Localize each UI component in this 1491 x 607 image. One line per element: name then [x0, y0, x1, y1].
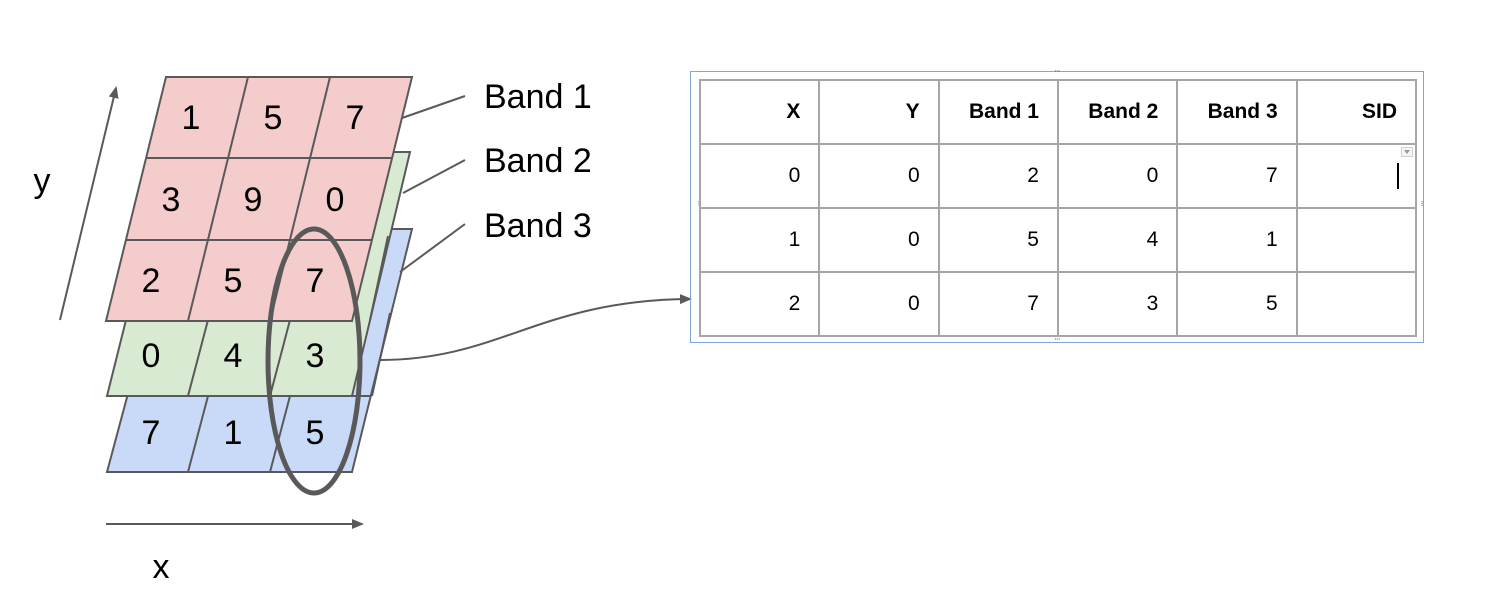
table-cell[interactable]: 3 [1056, 271, 1179, 337]
band-3-col-line [269, 395, 291, 473]
band-3-cell-value: 5 [306, 414, 325, 452]
table-cell[interactable]: 2 [937, 143, 1059, 209]
y-axis-label: y [34, 162, 51, 200]
table-cell[interactable]: 5 [1176, 271, 1298, 337]
highlight-ellipse [265, 226, 363, 496]
band-1-cell-value: 9 [244, 181, 263, 219]
header-band-3[interactable]: Band 3 [1176, 79, 1298, 145]
connector-arrow [379, 294, 692, 361]
header-x[interactable]: X [698, 79, 821, 145]
band-2-col-line [187, 319, 209, 397]
band-1-col-line [187, 76, 249, 322]
attribute-table[interactable]: X Y Band 1 Band 2 Band 3 SID 0 0 2 0 7 1… [698, 79, 1418, 337]
band-3-label: Band 3 [484, 207, 592, 245]
band-1-label: Band 1 [484, 78, 592, 116]
table-cell[interactable]: 2 [698, 271, 821, 337]
table-cell[interactable]: 0 [818, 143, 940, 209]
band-2-label: Band 2 [484, 142, 592, 180]
band-1-cell-value: 3 [162, 181, 181, 219]
band-2-leader-line [402, 159, 466, 194]
table-header-row: X Y Band 1 Band 2 Band 3 SID [698, 79, 1418, 145]
header-sid[interactable]: SID [1295, 79, 1418, 145]
header-band-2[interactable]: Band 2 [1056, 79, 1179, 145]
table-cell[interactable]: 1 [1176, 207, 1298, 273]
text-cursor [1397, 163, 1399, 189]
table-cell[interactable]: 4 [1056, 207, 1179, 273]
dropdown-arrow-icon[interactable] [1401, 147, 1413, 157]
band-2-cell-value: 0 [142, 337, 161, 375]
frame-handle-right[interactable]: ··· [1416, 200, 1426, 206]
x-axis-label: x [153, 548, 170, 586]
table-cell[interactable] [1295, 207, 1418, 273]
band-3-col-line [187, 395, 209, 473]
frame-handle-bottom[interactable]: ··· [1054, 335, 1061, 345]
band-1-leader-line [401, 95, 466, 119]
table-cell[interactable]: 7 [1176, 143, 1298, 209]
table-cell[interactable]: 0 [818, 207, 940, 273]
table-selection-frame[interactable]: ··· ··· ··· ··· [690, 67, 1426, 345]
frame-handle-top[interactable]: ··· [1054, 67, 1061, 77]
header-band-1[interactable]: Band 1 [937, 79, 1059, 145]
table-cell[interactable]: 7 [937, 271, 1059, 337]
frame-handle-left[interactable]: ··· [693, 200, 703, 206]
band-2-col-line [269, 319, 291, 397]
band-1-cell-value: 7 [346, 99, 365, 137]
band-3-cell-value: 1 [224, 414, 243, 452]
band-3-row-line [371, 312, 391, 397]
sid-cell-active[interactable] [1295, 143, 1418, 209]
band-3-leader-line [399, 223, 466, 273]
table-cell[interactable]: 0 [818, 271, 940, 337]
table-cell[interactable]: 1 [698, 207, 821, 273]
band-1-cell-value: 5 [224, 262, 243, 300]
table-cell[interactable]: 5 [937, 207, 1059, 273]
band-2-cell-value: 4 [224, 337, 243, 375]
table-row: 1 0 5 4 1 [698, 207, 1418, 273]
band-3-cell-value: 7 [142, 414, 161, 452]
band-1-cell-value: 7 [306, 262, 325, 300]
band-1-cell-value: 5 [264, 99, 283, 137]
table-cell[interactable]: 0 [698, 143, 821, 209]
table-row: 0 0 2 0 7 [698, 143, 1418, 209]
header-y[interactable]: Y [818, 79, 940, 145]
table-cell[interactable]: 0 [1056, 143, 1179, 209]
band-1-cell-value: 2 [142, 262, 161, 300]
band-1-layer [104, 76, 414, 322]
y-axis-arrow [59, 86, 119, 321]
table-row: 2 0 7 3 5 [698, 271, 1418, 337]
table-cell[interactable] [1295, 271, 1418, 337]
band-2-cell-value: 3 [306, 337, 325, 375]
band-2-row-line [369, 235, 389, 321]
band-1-cell-value: 0 [326, 181, 345, 219]
band-1-cell-value: 1 [182, 99, 201, 137]
